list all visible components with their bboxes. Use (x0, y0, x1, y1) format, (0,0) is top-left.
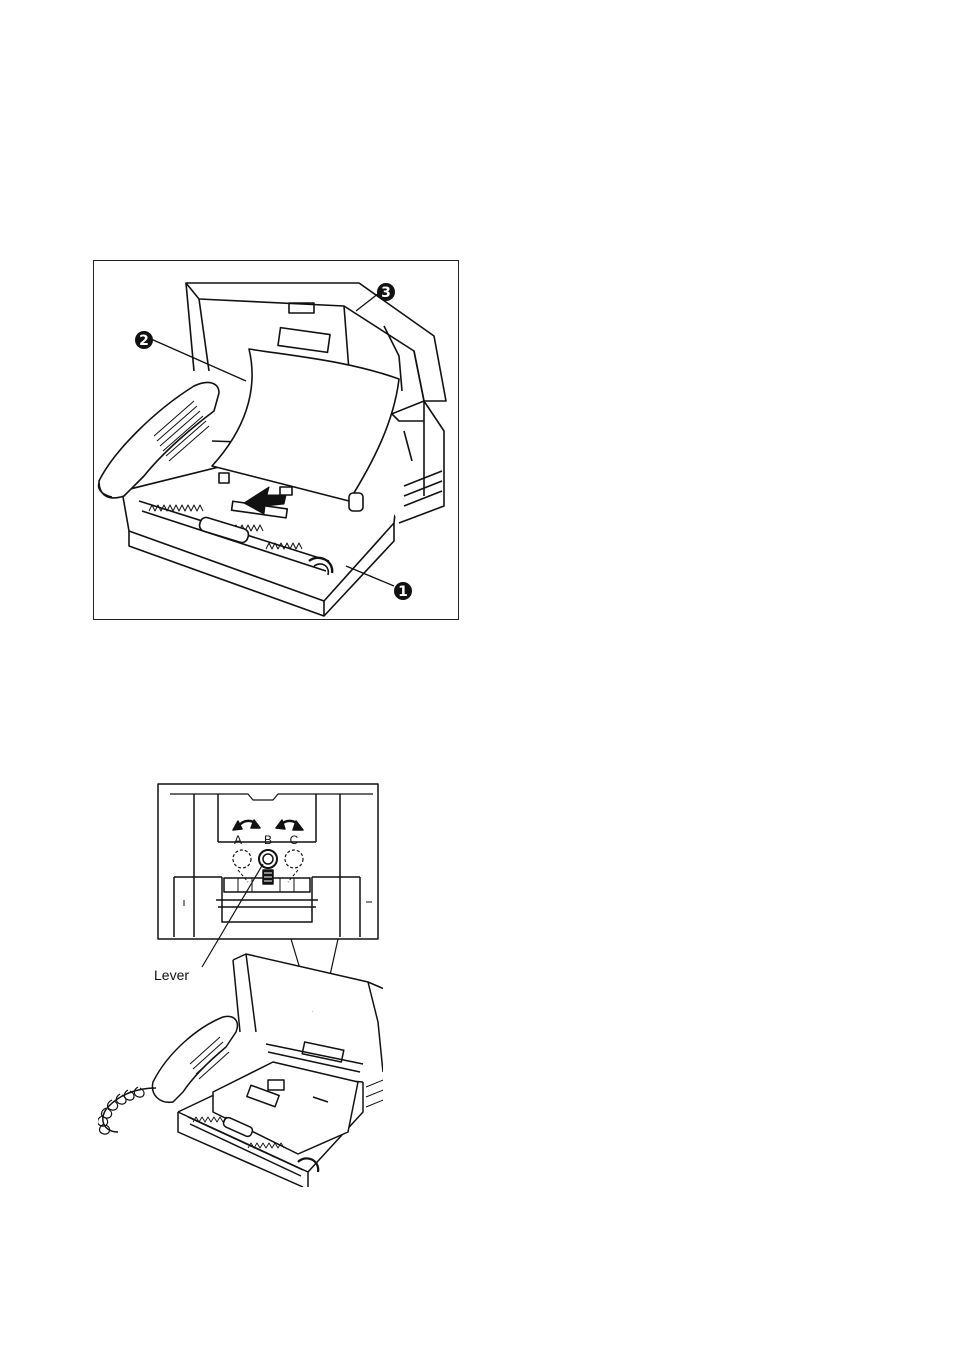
fax-machine-illustration: 2 3 1 (94, 261, 458, 619)
paper-jam-illustration: 2 3 1 (93, 260, 459, 620)
lever-adjustment-illustration: A B C Lever (98, 782, 383, 1187)
callout-2-number: 2 (139, 333, 149, 349)
lever-label: Lever (154, 967, 189, 983)
callout-3: 3 (377, 283, 395, 301)
callout-1: 1 (394, 582, 412, 600)
lever-detail-illustration: A B C Lever (98, 782, 383, 1187)
callout-3-number: 3 (381, 285, 391, 301)
callout-1-number: 1 (398, 584, 408, 600)
position-a-label: A (234, 833, 242, 847)
position-b-label: B (264, 833, 272, 847)
position-c-label: C (290, 833, 299, 847)
callout-2: 2 (135, 331, 153, 349)
